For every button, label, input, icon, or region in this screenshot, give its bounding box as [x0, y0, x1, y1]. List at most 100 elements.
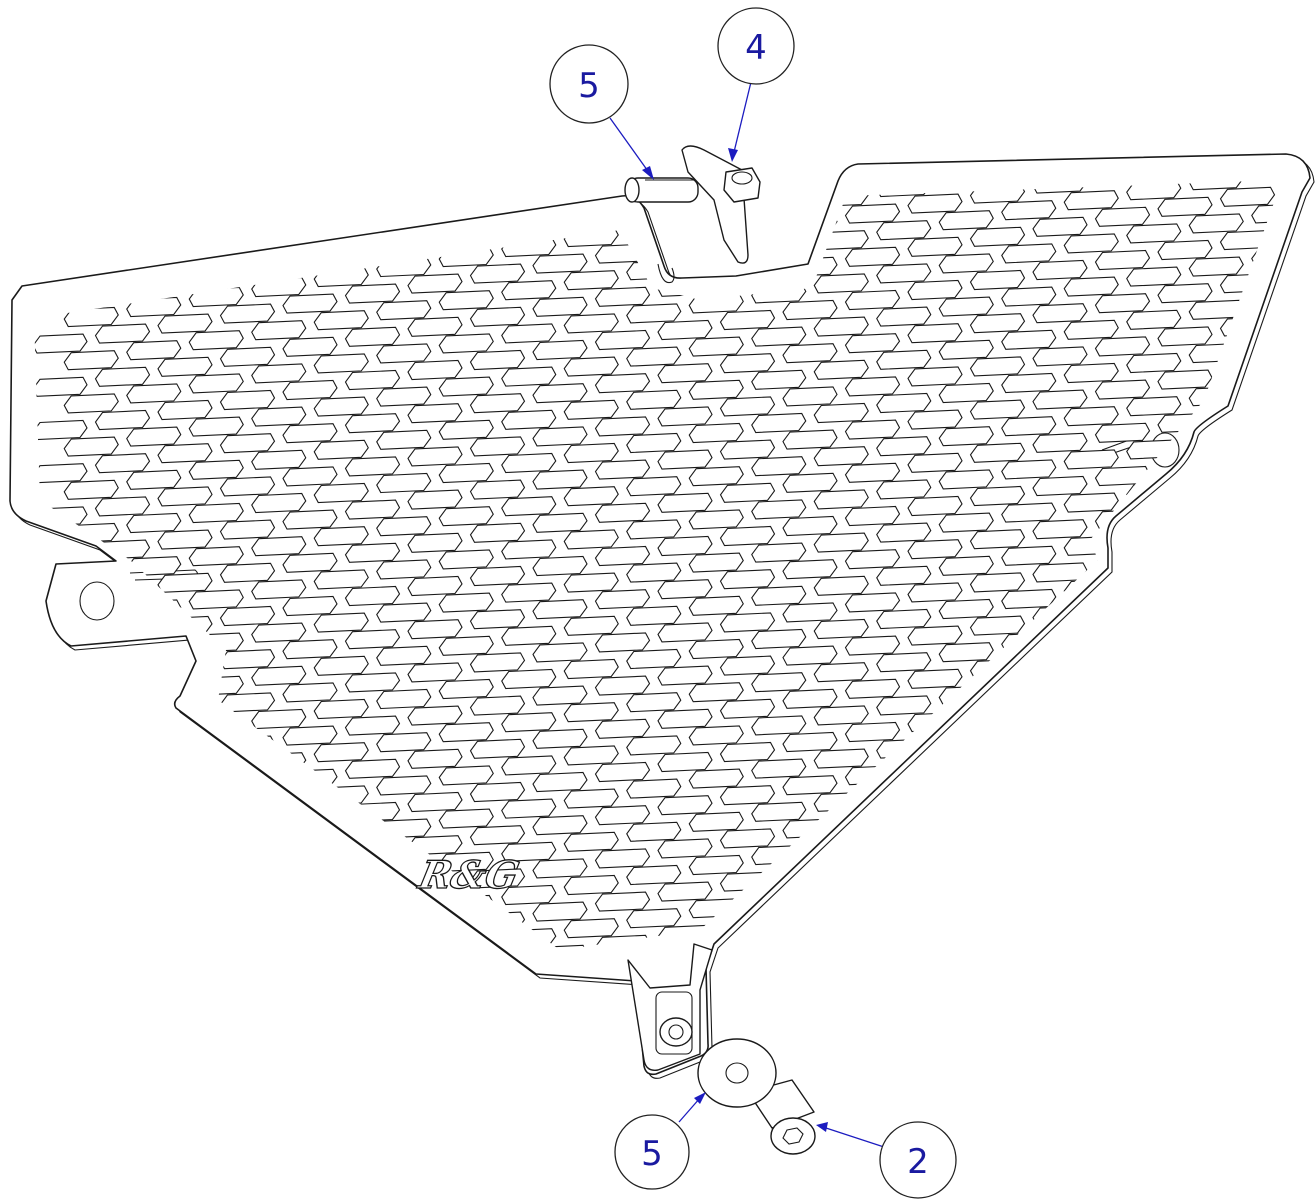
- perforation-slot: [157, 918, 213, 939]
- perforation-slot: [157, 486, 213, 507]
- perforation-slot: [438, 376, 494, 397]
- perforation-slot: [251, 449, 307, 470]
- perforation-slot: [1127, 138, 1181, 157]
- perforation-slot: [1283, 696, 1316, 715]
- perforation-slot: [63, 911, 119, 932]
- perforation-slot: [563, 874, 619, 896]
- perforation-slot: [34, 463, 88, 484]
- perforation-slot: [1188, 213, 1244, 234]
- perforation-slot: [1032, 259, 1088, 281]
- perforation-slot: [1096, 35, 1150, 54]
- perforation-slot: [782, 645, 838, 666]
- perforation-slot: [969, 701, 1026, 723]
- perforation-slot: [282, 725, 338, 746]
- perforation-slot: [469, 180, 526, 198]
- perforation-slot: [814, 144, 868, 163]
- perforation-slot: [844, 246, 901, 267]
- perforation-slot: [251, 492, 307, 514]
- perforation-slot: [1158, 111, 1212, 130]
- perforation-slot: [188, 805, 244, 826]
- perforation-slot: [563, 918, 619, 939]
- perforation-slot: [1001, 718, 1057, 739]
- perforation-slot: [751, 931, 807, 950]
- perforation-slot: [1001, 545, 1057, 566]
- perforation-slot: [1188, 731, 1244, 752]
- perforation-slot: [969, 831, 1026, 852]
- perforation-slot: [34, 247, 88, 268]
- perforation-slot: [1251, 548, 1282, 570]
- perforation-slot: [969, 572, 1026, 593]
- perforation-slot: [1001, 243, 1057, 264]
- perforation-slot: [188, 934, 244, 950]
- perforation-slot: [626, 389, 682, 410]
- perforation-slot: [1001, 459, 1057, 480]
- perforation-slot: [752, 111, 806, 130]
- perforation-slot: [907, 625, 963, 646]
- perforation-slot: [657, 622, 713, 643]
- perforation-slot: [407, 921, 463, 942]
- perforation-slot: [844, 376, 901, 397]
- perforation-slot: [938, 339, 994, 360]
- perforation-slot: [813, 402, 869, 424]
- left-mount-hole: [79, 581, 115, 621]
- callout-4-top: 4: [717, 7, 795, 162]
- top-pin-part-5: [624, 177, 699, 203]
- perforation-slot: [969, 226, 1026, 247]
- perforation-slot: [1157, 628, 1213, 649]
- perforation-slot: [844, 203, 901, 224]
- perforation-slot: [63, 436, 119, 457]
- perforation-slot: [94, 841, 151, 863]
- perforation-slot: [1157, 758, 1213, 779]
- perforation-slot: [188, 589, 244, 610]
- perforation-slot: [532, 728, 588, 749]
- perforation-slot: [1032, 216, 1088, 237]
- perforation-slot: [344, 369, 401, 391]
- perforation-slot: [969, 745, 1026, 766]
- perforation-slot: [876, 522, 932, 543]
- perforation-slot: [719, 353, 776, 374]
- perforation-slot: [1032, 648, 1088, 669]
- perforation-slot: [1126, 223, 1182, 244]
- perforation-slot: [251, 190, 307, 211]
- perforation-slot: [719, 612, 776, 633]
- perforation-slot: [63, 738, 119, 760]
- perforation-slot: [782, 343, 838, 364]
- perforation-slot: [469, 868, 526, 889]
- perforation-slot: [1188, 774, 1244, 796]
- perforation-slot: [751, 628, 807, 650]
- perforation-slot: [908, 108, 962, 127]
- perforation-slot: [1283, 782, 1316, 801]
- perforation-slot: [34, 679, 88, 700]
- perforation-slot: [188, 848, 244, 869]
- perforation-slot: [1001, 675, 1057, 696]
- perforation-slot: [501, 668, 557, 690]
- perforation-slot: [626, 562, 682, 583]
- perforation-slot: [501, 280, 557, 301]
- svg-text:5: 5: [578, 66, 600, 106]
- perforation-slot: [282, 207, 338, 228]
- perforation-slot: [469, 609, 526, 630]
- perforation-slot: [126, 642, 182, 663]
- perforation-slot: [813, 705, 869, 726]
- perforation-slot: [813, 748, 869, 769]
- perforation-slot: [751, 456, 807, 477]
- perforation-slot: [251, 708, 307, 730]
- perforation-slot: [1001, 286, 1057, 307]
- perforation-slot: [94, 323, 151, 344]
- perforation-slot: [813, 446, 869, 467]
- perforation-slot: [189, 979, 243, 998]
- perforation-slot: [1032, 691, 1088, 713]
- perforation-slot: [594, 675, 651, 696]
- perforation-slot: [1188, 515, 1244, 536]
- perforation-slot: [157, 183, 213, 205]
- perforation-slot: [1283, 523, 1316, 542]
- perforation-slot: [439, 982, 493, 1001]
- perforation-slot: [1126, 266, 1182, 287]
- perforation-slot: [251, 406, 307, 427]
- perforation-slot: [813, 532, 869, 553]
- perforation-slot: [844, 462, 901, 483]
- perforation-slot: [157, 399, 213, 421]
- perforation-slot: [1094, 854, 1151, 875]
- perforation-slot: [1063, 190, 1119, 211]
- perforation-slot: [782, 688, 838, 709]
